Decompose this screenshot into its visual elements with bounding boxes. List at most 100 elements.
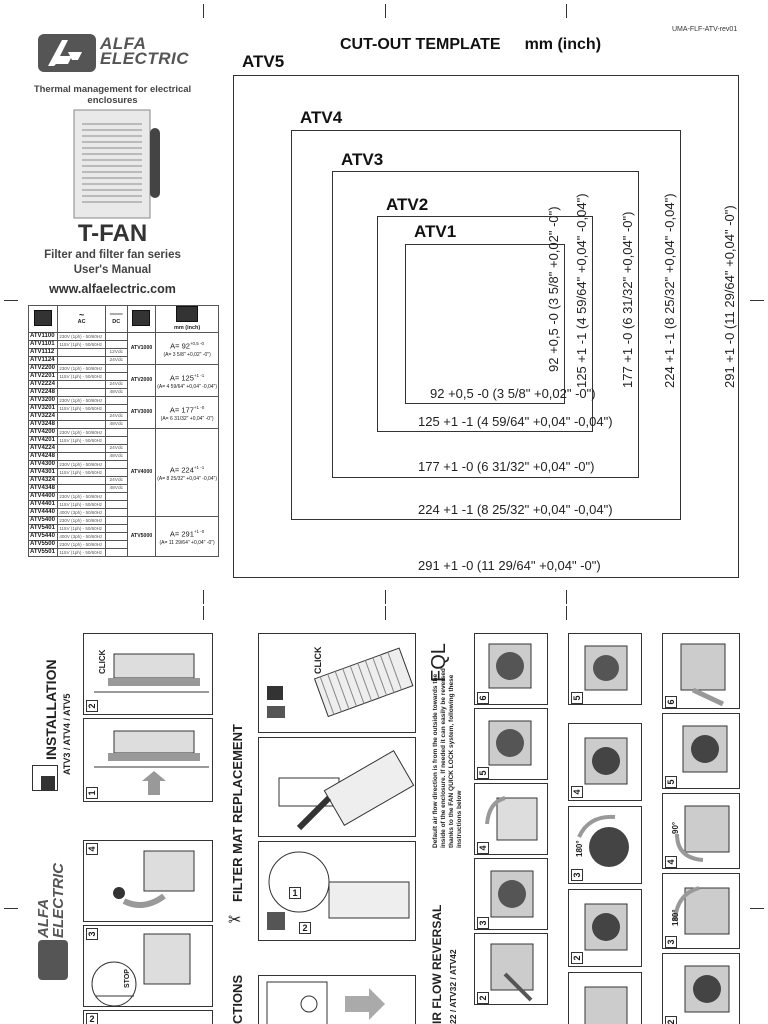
filter-model: ATV1000	[126, 332, 157, 365]
dc-icon: ═══	[109, 312, 123, 318]
reversal-step-5-panel: 5	[474, 708, 548, 780]
power-supply: 230V (1ph) - 50/60Hz	[57, 492, 106, 501]
dc-voltage	[104, 532, 128, 541]
power-supply	[57, 356, 106, 365]
crop-mark	[750, 300, 764, 301]
dim-horizontal-atv4: 224 +1 -1 (8 25/32" +0,04" -0,04")	[418, 502, 613, 517]
install-step-2b-panel: 2	[83, 1010, 213, 1024]
reversal-c-step-3-panel: 3 180°	[662, 873, 740, 949]
ac-wave-icon: ~	[78, 310, 85, 320]
template-title-text: CUT-OUT TEMPLATE	[340, 36, 501, 53]
product-code: ATV2224	[27, 380, 59, 389]
step-number-2: 2	[299, 922, 311, 934]
header-dc-label: DC	[112, 319, 121, 325]
product-code: ATV4248	[27, 452, 59, 461]
dimension-tolerance: +1 -0	[193, 528, 205, 534]
cutout-frame-atv4	[291, 130, 681, 520]
website-link[interactable]: www.alfaelectric.com	[49, 282, 176, 296]
power-supply	[57, 476, 106, 485]
subtitle-line2: User's Manual	[73, 264, 152, 276]
step-number-4: 4	[86, 843, 98, 855]
install-step-3-panel: 3 STOP	[83, 925, 213, 1007]
power-supply: 230V (1ph) - 50/60Hz	[57, 364, 106, 373]
product-code: ATV2201	[27, 372, 59, 381]
cutout-icon	[176, 306, 199, 322]
filter-model: ATV5000	[126, 516, 157, 557]
power-supply	[57, 420, 106, 429]
header-dim: mm (inch)	[155, 305, 219, 333]
product-code: ATV2248	[27, 388, 59, 397]
dc-voltage: 12Vdc	[104, 348, 128, 357]
product-code: ATV4324	[27, 476, 59, 485]
dimension-value: A= 224	[169, 465, 194, 475]
logo-line2: ELECTRIC	[100, 49, 189, 68]
dimension-inch: (A= 4 59/64" +0,04" -0,04")	[157, 384, 217, 391]
cutout-dimension: A= 291+1 -0(A= 11 29/64" +0,04" -0")	[155, 516, 219, 557]
product-code: ATV4224	[27, 444, 59, 453]
dc-voltage	[104, 524, 128, 533]
step-number-5: 5	[571, 692, 583, 704]
power-supply: 115V (1ph) - 50/60Hz	[57, 340, 106, 349]
dimension-inch: (A= 8 25/32" +0,04" -0,04")	[157, 476, 217, 483]
power-supply	[57, 444, 106, 453]
logo-line2: ELECTRIC	[50, 863, 67, 938]
dimension-inch: (A= 3 5/8" +0,02" -0")	[163, 352, 211, 359]
product-code: ATV5440	[27, 532, 59, 541]
power-supply: 115V (1ph) - 50/60Hz	[57, 468, 106, 477]
install-step-1-panel: 1	[83, 718, 213, 802]
power-supply	[57, 388, 106, 397]
dc-voltage	[104, 548, 128, 557]
dim-horizontal-atv5: 291 +1 -0 (11 29/64" +0,04" -0")	[418, 558, 601, 573]
stop-label: STOP	[124, 969, 131, 988]
product-code: ATV3201	[27, 404, 59, 413]
dc-voltage	[104, 428, 128, 437]
angle-180-label: 180°	[575, 840, 584, 857]
product-code: ATV5500	[27, 540, 59, 549]
table-header-row: ~AC ═══DC mm (inch)	[27, 305, 219, 333]
dc-voltage	[104, 508, 128, 517]
filter-icon	[132, 309, 151, 326]
fan-product-image	[72, 108, 162, 220]
dc-voltage	[104, 500, 128, 509]
dimension-value: A= 125	[169, 373, 194, 383]
power-supply	[57, 484, 106, 493]
reversal-step-6-panel: 6	[474, 633, 548, 705]
step-number-1: 1	[289, 887, 301, 899]
filter-step-1-panel: 1 2	[258, 841, 416, 941]
power-supply: 230V (1ph) - 50/60Hz	[57, 332, 106, 341]
angle-90-label: 90°	[671, 821, 680, 834]
dc-voltage	[104, 404, 128, 413]
crop-mark	[4, 300, 18, 301]
dc-voltage	[104, 540, 128, 549]
step-number-2: 2	[571, 952, 583, 964]
template-title: CUT-OUT TEMPLATE mm (inch)	[340, 36, 601, 54]
logo-mark-icon	[38, 34, 96, 72]
crop-mark	[566, 606, 567, 620]
filter-model: ATV4000	[126, 428, 157, 517]
step-number-6: 6	[665, 696, 677, 708]
reversal-c-step-6-panel: 6	[662, 633, 740, 709]
power-supply: 400V (3ph) - 50/60Hz	[57, 508, 106, 517]
crop-mark	[4, 908, 18, 909]
header-dim-label: mm (inch)	[173, 325, 201, 331]
step-number-5: 5	[665, 776, 677, 788]
reversal-b-step-2-panel: 2	[568, 889, 642, 967]
dimension-tolerance: +1 -0	[193, 404, 205, 410]
product-code: ATV1124	[27, 356, 59, 365]
installation-models: ATV3 / ATV4 / ATV5	[62, 693, 72, 775]
cutout-frame-atv1	[405, 244, 565, 404]
template-units: mm (inch)	[524, 36, 602, 53]
dc-voltage: 24Vdc	[104, 476, 128, 485]
crop-mark	[203, 590, 204, 604]
angle-180-label: 180°	[671, 909, 680, 926]
reversal-c-step-4-panel: 4 90°	[662, 793, 740, 869]
reversal-b-step-5-panel: 5	[568, 633, 642, 705]
product-code: ATV3200	[27, 396, 59, 405]
power-supply: 230V (1ph) - 50/60Hz	[57, 516, 106, 525]
product-code: ATV3224	[27, 412, 59, 421]
step-number-6: 6	[477, 692, 489, 704]
